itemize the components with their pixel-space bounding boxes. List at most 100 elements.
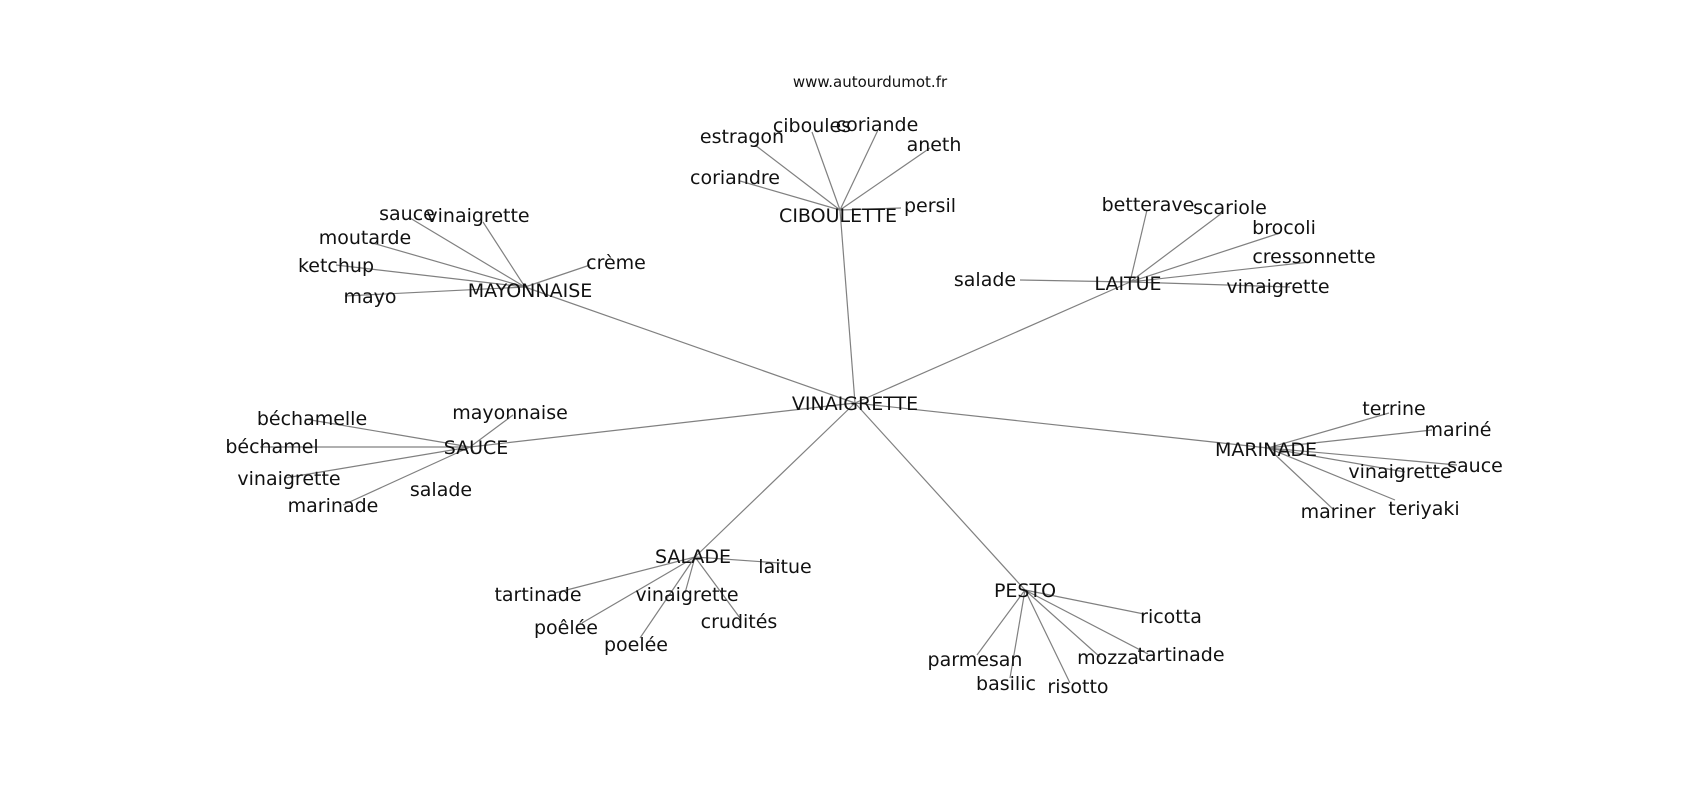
edge-pesto-leaf: [976, 589, 1026, 656]
leaf-word: salade: [954, 269, 1016, 291]
leaf-word: risotto: [1047, 676, 1108, 698]
edge-salade-leaf: [684, 556, 696, 594]
leaf-word: basilic: [976, 673, 1036, 695]
leaf-word: scariole: [1193, 197, 1267, 219]
edge-sauce-leaf: [469, 414, 514, 448]
leaf-word: sauce: [1447, 455, 1503, 477]
leaf-word: parmesan: [928, 649, 1023, 671]
leaf-word: ciboules: [773, 115, 851, 137]
graph-labels: www.autourdumot.fr VINAIGRETTE estragonc…: [225, 73, 1503, 698]
edge-sauce-leaf: [469, 446, 475, 453]
leaf-word: ricotta: [1140, 606, 1202, 628]
edge-marinade-leaf: [1267, 429, 1433, 449]
edge-laitue-leaf: [1019, 279, 1131, 283]
edge-salade-leaf: [694, 556, 741, 619]
edge-pesto-leaf: [1024, 589, 1101, 658]
leaf-word: brocoli: [1252, 217, 1316, 239]
edge-salade-leaf: [694, 556, 781, 564]
edge-ciboulette-leaf: [839, 147, 931, 211]
edge-ciboulette-leaf: [839, 207, 902, 211]
center-word: VINAIGRETTE: [792, 393, 918, 415]
leaf-word: aneth: [907, 134, 962, 156]
edge-ciboulette-leaf: [811, 131, 841, 211]
edge-mayonnaise-leaf: [482, 221, 526, 288]
edge-laitue-leaf: [1129, 212, 1223, 283]
hub-word-ciboulette: CIBOULETTE: [779, 205, 897, 227]
edge-ciboulette-leaf: [839, 129, 879, 211]
leaf-word: mayo: [343, 286, 396, 308]
edge-marinade-leaf: [1267, 447, 1458, 466]
edge-center-pesto: [854, 402, 1026, 591]
leaf-word: sauce: [379, 203, 435, 225]
edge-marinade-leaf: [1267, 447, 1406, 473]
edge-center-salade: [694, 402, 856, 558]
edge-center-sauce: [469, 402, 856, 448]
edge-sauce-leaf: [304, 418, 471, 448]
leaf-word: poêlée: [534, 617, 598, 639]
edge-center-laitue: [854, 281, 1131, 404]
leaf-word: estragon: [700, 126, 784, 148]
edge-center-mayonnaise: [524, 286, 856, 404]
leaf-word: vinaigrette: [1348, 461, 1451, 483]
edge-mayonnaise-leaf: [335, 264, 526, 288]
edge-pesto-leaf: [1024, 589, 1145, 615]
edge-pesto-leaf: [1024, 589, 1071, 684]
site-watermark: www.autourdumot.fr: [793, 73, 948, 91]
hub-word-sauce: SAUCE: [444, 437, 509, 459]
edge-mayonnaise-leaf: [344, 286, 526, 297]
graph-edges: [260, 129, 1458, 684]
hub-word-pesto: PESTO: [994, 580, 1056, 602]
edge-ciboulette-leaf: [739, 180, 841, 211]
leaf-word: tartinade: [1137, 644, 1224, 666]
leaf-word: poelée: [604, 634, 668, 656]
edge-salade-leaf: [639, 556, 696, 639]
edge-mayonnaise-leaf: [524, 264, 591, 288]
edge-pesto-leaf: [1009, 589, 1026, 679]
leaf-word: vinaigrette: [237, 468, 340, 490]
edge-salade-leaf: [581, 556, 696, 624]
edge-laitue-leaf: [1129, 232, 1281, 283]
edge-marinade-leaf: [1267, 412, 1390, 449]
hub-word-mayonnaise: MAYONNAISE: [468, 280, 593, 302]
edge-salade-leaf: [554, 556, 696, 594]
leaf-word: mariné: [1425, 419, 1492, 441]
edge-laitue-leaf: [1129, 209, 1148, 283]
edge-ciboulette-leaf: [754, 144, 841, 211]
edge-mayonnaise-leaf: [409, 217, 526, 288]
leaf-word: moutarde: [319, 227, 412, 249]
leaf-word: mozza: [1077, 647, 1139, 669]
edge-mayonnaise-leaf: [368, 241, 526, 288]
leaf-word: teriyaki: [1388, 498, 1459, 520]
leaf-word: crudités: [701, 611, 778, 633]
leaf-word: béchamelle: [257, 408, 367, 430]
leaf-word: tartinade: [494, 584, 581, 606]
leaf-word: laitue: [758, 556, 811, 578]
edge-sauce-leaf: [342, 446, 471, 506]
leaf-word: mariner: [1301, 501, 1376, 523]
leaf-word: vinaigrette: [635, 584, 738, 606]
edge-pesto-leaf: [1024, 589, 1149, 655]
edge-laitue-leaf: [1129, 261, 1311, 283]
leaf-word: crème: [586, 252, 646, 274]
leaf-word: ketchup: [298, 255, 374, 277]
leaf-word: vinaigrette: [426, 205, 529, 227]
leaf-word: marinade: [288, 495, 379, 517]
hub-word-marinade: MARINADE: [1215, 439, 1317, 461]
edge-marinade-leaf: [1267, 447, 1335, 511]
leaf-word: terrine: [1362, 398, 1425, 420]
leaf-word: cressonnette: [1252, 246, 1375, 268]
leaf-word: persil: [904, 195, 956, 217]
leaf-word: vinaigrette: [1226, 276, 1329, 298]
edge-center-ciboulette: [839, 209, 856, 404]
leaf-word: coriande: [836, 114, 919, 136]
leaf-word: betterave: [1102, 194, 1195, 216]
edge-marinade-leaf: [1267, 447, 1396, 501]
hub-word-laitue: LAITUE: [1094, 273, 1161, 295]
leaf-word: béchamel: [225, 436, 318, 458]
leaf-word: salade: [410, 479, 472, 501]
hub-word-salade: SALADE: [655, 546, 731, 568]
leaf-word: mayonnaise: [452, 402, 568, 424]
edge-sauce-leaf: [284, 446, 471, 479]
edge-laitue-leaf: [1129, 281, 1291, 288]
